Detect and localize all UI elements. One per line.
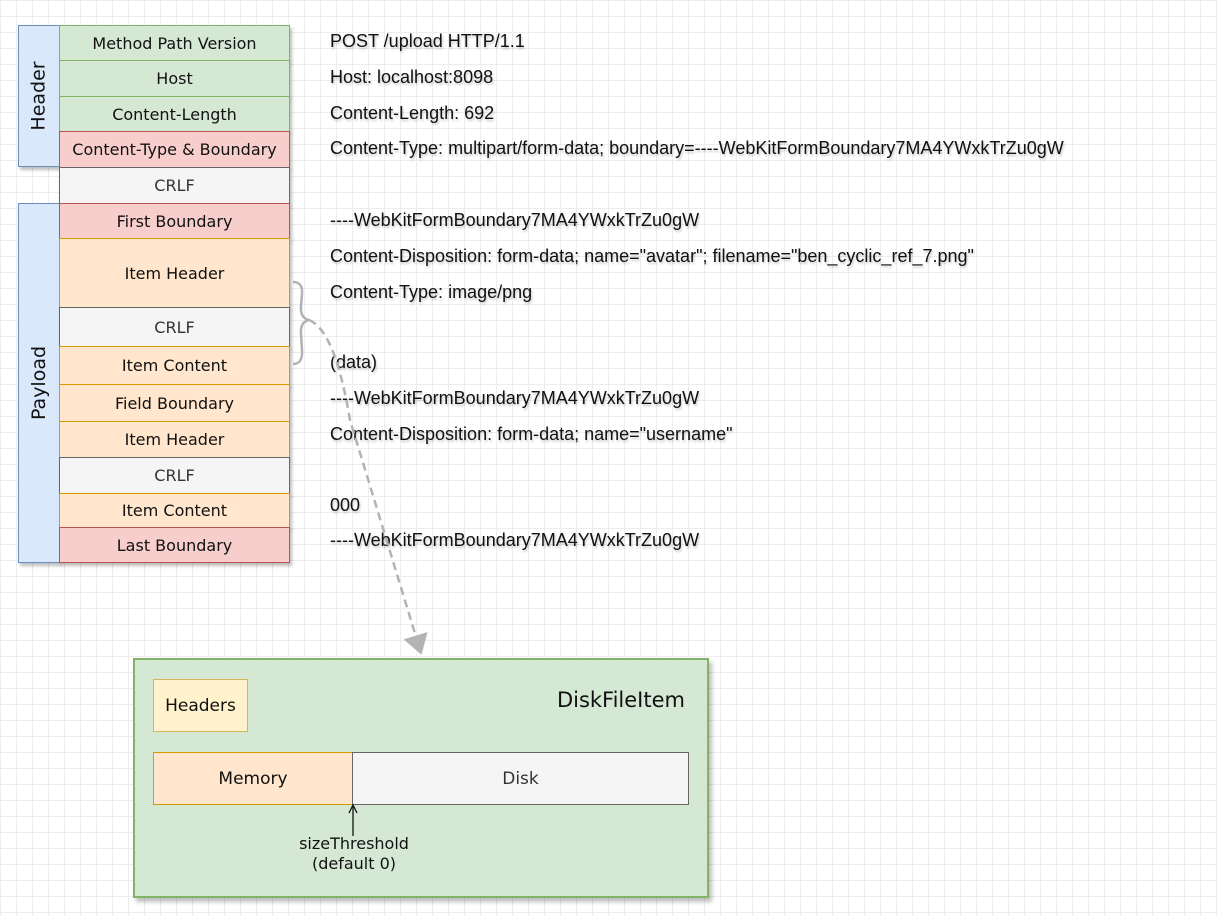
field-item-content-2: Item Content [59,493,290,528]
http-request-line: POST /upload HTTP/1.1 [330,31,525,51]
field-method-path-version: Method Path Version [59,25,290,61]
memory-box: Memory [153,752,353,805]
field-field-boundary: Field Boundary [59,384,290,422]
disk-file-item-title: DiskFileItem [556,688,685,712]
header-group-label: Header [18,25,60,167]
http-first-boundary-line: ----WebKitFormBoundary7MA4YWxkTrZu0gW [330,210,700,230]
http-username-value-line: 000 [330,495,361,515]
size-threshold-name: sizeThreshold [299,834,409,853]
header-group-text: Header [28,61,50,131]
http-disposition-avatar-line: Content-Disposition: form-data; name="av… [330,246,974,266]
headers-box: Headers [153,679,248,732]
http-content-type-png-line: Content-Type: image/png [330,282,533,302]
http-content-type-line: Content-Type: multipart/form-data; bound… [330,138,1064,158]
payload-group-text: Payload [28,345,51,421]
size-threshold-default: (default 0) [311,854,397,873]
field-item-content-1: Item Content [59,346,290,385]
http-content-length-line: Content-Length: 692 [330,103,495,123]
http-data-line: (data) [330,352,378,372]
field-first-boundary: First Boundary [59,203,290,239]
field-item-header-1: Item Header [59,238,290,308]
http-disposition-username-line: Content-Disposition: form-data; name="us… [330,424,733,444]
item-brace [292,280,310,366]
http-last-boundary-line: ----WebKitFormBoundary7MA4YWxkTrZu0gW [330,530,700,550]
field-content-length: Content-Length [59,96,290,132]
disk-box: Disk [352,752,689,805]
http-host-line: Host: localhost:8098 [330,67,494,87]
field-crlf-header: CRLF [59,167,290,204]
size-threshold-label: sizeThreshold (default 0) [274,834,434,874]
payload-group-label: Payload [18,203,60,563]
http-field-boundary-line: ----WebKitFormBoundary7MA4YWxkTrZu0gW [330,388,700,408]
field-crlf-item-2: CRLF [59,457,290,494]
field-item-header-2: Item Header [59,421,290,458]
field-last-boundary: Last Boundary [59,527,290,563]
field-crlf-item-1: CRLF [59,307,290,347]
field-content-type-boundary: Content-Type & Boundary [59,131,290,168]
field-host: Host [59,60,290,97]
